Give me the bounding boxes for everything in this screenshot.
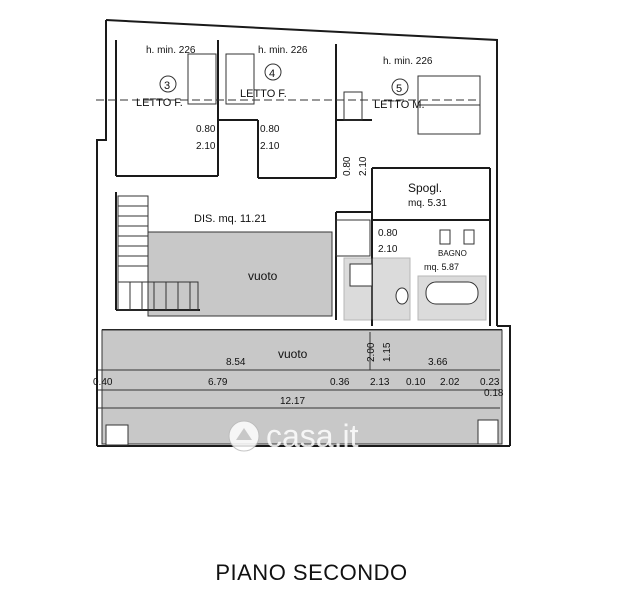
room-dis-name: DIS. mq. 11.21 <box>194 213 267 225</box>
staircase <box>117 195 199 311</box>
sink <box>395 287 409 305</box>
door-1-width: 0.80 <box>196 124 216 135</box>
room-5-number-circle <box>391 78 409 96</box>
room-4-height: h. min. 226 <box>258 45 308 56</box>
dim-2-02: 2.02 <box>440 377 460 388</box>
room-spogl-area: mq. 5.31 <box>408 198 447 209</box>
door-3-width: 0.80 <box>342 156 353 176</box>
casa-logo-watermark: casa.it <box>228 418 359 454</box>
dim-6-79: 6.79 <box>208 377 228 388</box>
room-5-name: LETTO M. <box>374 99 425 111</box>
page-title: PIANO SECONDO <box>215 560 408 585</box>
dim-total-12-17: 12.17 <box>280 396 305 407</box>
dimension-lines <box>98 332 500 409</box>
room-3-name: LETTO F. <box>136 97 183 109</box>
dim-2-00: 2.00 <box>366 342 377 362</box>
toilet <box>439 229 451 245</box>
bed-room-4 <box>225 53 255 105</box>
door-3-height: 2.10 <box>358 156 369 176</box>
dim-2-13: 2.13 <box>370 377 390 388</box>
dim-0-23: 0.23 <box>480 377 500 388</box>
dim-0-36: 0.36 <box>330 377 350 388</box>
room-spogl-name: Spogl. <box>408 181 442 195</box>
dim-0-10: 0.10 <box>406 377 426 388</box>
dim-8-54: 8.54 <box>226 357 246 368</box>
void-center-label: vuoto <box>248 269 278 283</box>
dim-0-40: 0.40 <box>93 377 113 388</box>
room-5-number: 5 <box>396 83 402 95</box>
dim-1-15: 1.15 <box>382 342 393 362</box>
watermark-text: casa.it <box>266 418 359 454</box>
room-4-name: LETTO F. <box>240 88 287 100</box>
room-4-number-circle <box>264 63 282 81</box>
door-2-height: 2.10 <box>260 141 280 152</box>
dim-3-66: 3.66 <box>428 357 448 368</box>
room-bagno-name: BAGNO <box>438 249 467 258</box>
room-3-number: 3 <box>164 80 170 92</box>
door-1-height: 2.10 <box>196 141 216 152</box>
wardrobe-room-5 <box>343 91 363 121</box>
room-bagno-area: mq. 5.87 <box>424 262 459 272</box>
bathtub <box>425 281 479 305</box>
void-area-center <box>147 231 333 317</box>
void-area-bottom <box>101 329 503 445</box>
room-3-height: h. min. 226 <box>146 45 196 56</box>
bidet <box>463 229 475 245</box>
room-4-number: 4 <box>269 68 275 80</box>
cabinet-dis <box>335 219 371 257</box>
door-4-height: 2.10 <box>378 244 398 255</box>
room-3-number-circle <box>159 75 177 93</box>
dim-0-18: 0.18 <box>484 388 504 399</box>
door-2-width: 0.80 <box>260 124 280 135</box>
door-4-width: 0.80 <box>378 228 398 239</box>
void-bottom-label: vuoto <box>278 347 308 361</box>
bed-room-3 <box>187 53 217 105</box>
pillar-left <box>105 424 129 446</box>
room-5-height: h. min. 226 <box>383 56 433 67</box>
pillar-right <box>477 419 499 445</box>
